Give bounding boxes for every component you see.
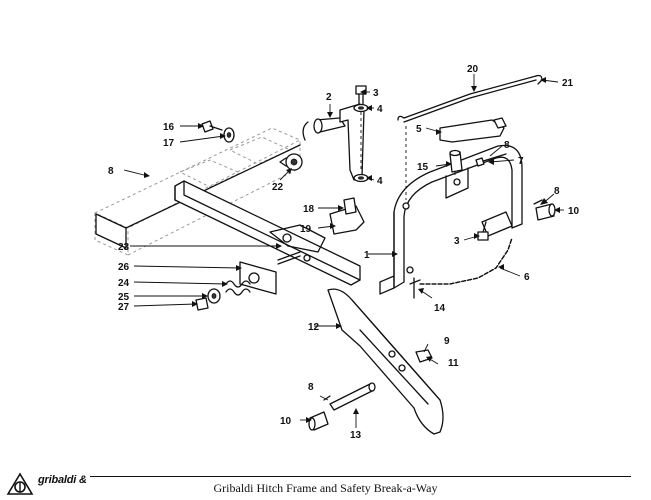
diagram-caption: Gribaldi Hitch Frame and Safety Break-a-… [213,481,438,495]
bolt-top [353,85,369,183]
lever-arm [439,117,507,173]
control-rod [397,74,543,123]
callout-2: 2 [326,92,332,103]
logo-wordmark: gribaldi & [38,474,87,486]
pin-14 [409,277,421,299]
callout-16: 16 [163,122,175,133]
safety-chain [419,237,513,285]
spring-assembly [195,261,277,311]
footer-rule [20,476,631,477]
hitch-arch-frame [379,144,523,295]
hitch-drawbar [174,180,361,286]
callout-23: 23 [118,242,130,253]
callout-18: 18 [303,204,315,215]
bolt-3-lower [477,221,489,241]
pivot-arm [302,103,365,181]
callout-10-right: 10 [568,206,580,217]
callout-19: 19 [300,224,312,235]
callout-17: 17 [163,138,175,149]
callout-8-left: 8 [108,166,114,177]
callout-15: 15 [417,162,429,173]
callout-5: 5 [416,124,422,135]
callout-8-right-top: 8 [504,140,510,151]
pin-13 [308,382,376,431]
callout-21: 21 [562,78,574,89]
callout-7: 7 [518,156,524,167]
callout-14: 14 [434,303,446,314]
break-away-plate [327,288,444,435]
callout-27: 27 [118,302,130,313]
callout-11: 11 [448,358,459,369]
callout-6: 6 [524,272,530,283]
callout-25: 25 [118,292,130,303]
callout-24: 24 [118,278,130,289]
bushing-10-right [533,199,556,221]
callout-20: 20 [467,64,479,75]
callout-4-bottom: 4 [377,176,383,187]
pin-23 [277,251,301,265]
callout-4-top: 4 [377,104,383,115]
callout-8-bottom: 8 [308,382,314,393]
callout-8-right: 8 [554,186,560,197]
gribaldi-logo-mark [6,472,34,495]
callout-labels: 1 2 3 4 4 5 6 7 8 8 8 8 9 10 10 11 12 13… [108,64,580,441]
bracket-18-19 [329,197,365,235]
callout-3-top: 3 [373,88,379,99]
callout-12: 12 [308,322,320,333]
bolt-16 [201,120,235,143]
callout-10-bottom: 10 [280,416,292,427]
callout-13: 13 [350,430,362,441]
gribaldi-logo: gribaldi & [4,468,90,498]
spring-bushing [279,153,303,171]
callout-3-lower: 3 [454,236,460,247]
callout-1: 1 [364,250,370,261]
leader-arrowheads [144,77,560,423]
pin-7 [475,153,507,167]
callout-26: 26 [118,262,130,273]
callout-9: 9 [444,336,450,347]
footer: gribaldi & Gribaldi Hitch Frame and Safe… [0,468,651,500]
callout-22: 22 [272,182,284,193]
